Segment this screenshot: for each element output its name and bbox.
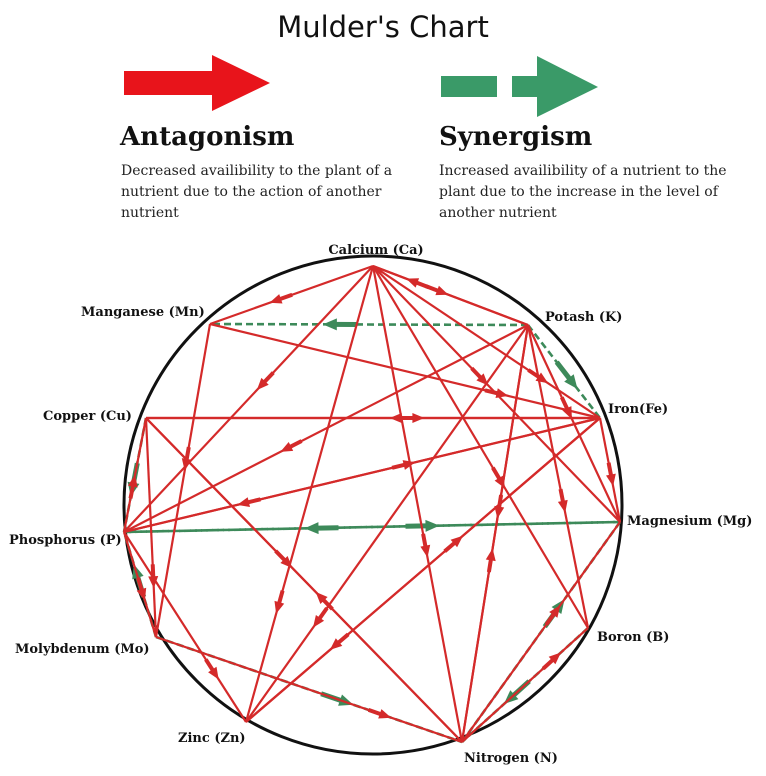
nutrient-label-zn: Zinc (Zn) bbox=[178, 731, 246, 746]
antagonism-arrowhead bbox=[378, 709, 392, 719]
antagonism-line-mo-n bbox=[155, 635, 463, 744]
antagonism-arrowhead bbox=[606, 473, 616, 487]
antagonism-line-n-cu bbox=[145, 417, 463, 743]
antagonism-arrowhead bbox=[485, 548, 496, 562]
antagonism-arrowhead bbox=[274, 600, 285, 614]
antagonism-line-cu-mo bbox=[144, 417, 158, 638]
antagonism-arrowhead bbox=[420, 544, 431, 558]
antagonism-line-zn-fe bbox=[245, 417, 601, 723]
nutrient-label-p: Phosphorus (P) bbox=[9, 533, 122, 548]
antagonism-line-k-p bbox=[123, 324, 529, 533]
synergism-arrow-icon bbox=[441, 56, 598, 117]
antagonism-arrowhead bbox=[315, 591, 328, 604]
antagonism-arrowhead bbox=[237, 497, 250, 507]
antagonism-arrowhead bbox=[548, 652, 561, 665]
antagonism-arrowhead bbox=[127, 474, 138, 488]
antagonism-line-ca-fe bbox=[372, 265, 601, 419]
antagonism-arrowhead bbox=[208, 666, 219, 680]
nutrient-label-mo: Molybdenum (Mo) bbox=[15, 642, 150, 657]
antagonism-line-k-b bbox=[526, 324, 590, 629]
antagonism-heading: Antagonism bbox=[120, 122, 295, 152]
antagonism-arrow-icon bbox=[124, 55, 270, 111]
antagonism-line-ca-p bbox=[123, 265, 374, 533]
antagonism-line-ca-n bbox=[371, 265, 464, 743]
synergism-heading: Synergism bbox=[439, 122, 593, 152]
nutrient-label-b: Boron (B) bbox=[597, 630, 669, 645]
nutrient-label-n: Nitrogen (N) bbox=[464, 751, 558, 766]
nutrient-label-k: Potash (K) bbox=[545, 310, 622, 325]
antagonism-arrowhead bbox=[136, 587, 147, 601]
antagonism-arrowhead bbox=[148, 576, 159, 589]
antagonism-line-mn-fe bbox=[209, 322, 601, 420]
nutrient-label-fe: Iron(Fe) bbox=[608, 402, 668, 417]
antagonism-arrowhead bbox=[450, 535, 463, 548]
antagonism-line-n-b bbox=[461, 627, 589, 743]
antagonism-arrowhead bbox=[313, 615, 325, 628]
antagonism-line-k-ca bbox=[372, 264, 529, 327]
synergism-arrow-shape bbox=[512, 56, 598, 117]
antagonism-arrowhead bbox=[389, 413, 402, 423]
nutrient-label-mg: Magnesium (Mg) bbox=[627, 514, 752, 529]
synergism-arrowhead bbox=[564, 374, 578, 389]
synergism-arrowhead bbox=[322, 318, 337, 331]
antagonism-arrowhead bbox=[406, 278, 420, 288]
synergism-line-k-mn bbox=[209, 322, 529, 327]
antagonism-line-mn-mo bbox=[154, 323, 212, 638]
synergism-arrow-dash bbox=[441, 76, 497, 97]
wheel-circle bbox=[122, 254, 624, 756]
antagonism-description: Decreased availibility to the plant of a… bbox=[121, 163, 393, 221]
synergism-line-p-mg bbox=[123, 520, 621, 534]
synergism-description: Increased availibility of a nutrient to … bbox=[439, 163, 727, 221]
antagonism-line-p-zn bbox=[123, 531, 247, 723]
antagonism-line-ca-zn bbox=[244, 265, 375, 723]
nutrient-label-mn: Manganese (Mn) bbox=[81, 305, 205, 320]
antagonism-line-n-k bbox=[460, 324, 530, 743]
nutrient-labels: Calcium (Ca) Potash (K) Iron(Fe) Magnesium … bbox=[9, 243, 752, 766]
antagonism-lines bbox=[122, 264, 622, 744]
antagonism-arrowhead bbox=[557, 499, 568, 513]
antagonism-arrowhead bbox=[549, 605, 561, 618]
antagonism-line-k-zn bbox=[245, 324, 529, 723]
antagonism-arrowhead bbox=[280, 442, 294, 452]
antagonism-arrow-shape bbox=[124, 55, 270, 111]
antagonism-arrowhead bbox=[256, 377, 269, 391]
antagonism-arrowhead bbox=[495, 388, 509, 398]
antagonism-line-fe-p bbox=[123, 416, 601, 534]
synergism-arrowhead bbox=[425, 519, 440, 532]
nutrient-label-cu: Copper (Cu) bbox=[43, 409, 132, 424]
chart-title: Mulder's Chart bbox=[277, 10, 489, 44]
antagonism-line-n-mg bbox=[461, 521, 621, 743]
antagonism-arrowhead bbox=[269, 294, 283, 304]
nutrient-label-ca: Calcium (Ca) bbox=[328, 243, 423, 258]
antagonism-arrowhead bbox=[476, 373, 489, 386]
